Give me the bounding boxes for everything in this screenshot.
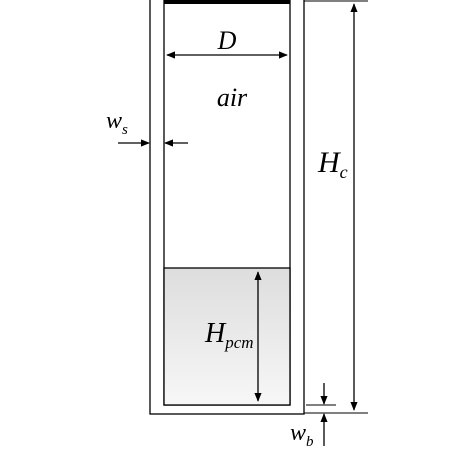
- height-label: Hc: [317, 146, 348, 182]
- bottom-thickness-label: wb: [290, 420, 314, 450]
- wall-thickness-sub: s: [122, 122, 128, 138]
- air-label: air: [217, 83, 248, 112]
- wall-thickness-main: w: [106, 108, 122, 134]
- pcm-height-main: H: [204, 318, 227, 349]
- pcm-height-sub: pcm: [224, 333, 253, 352]
- wall-thickness-label: ws: [106, 108, 128, 138]
- top-lid: [164, 0, 290, 4]
- height-sub: c: [340, 162, 348, 182]
- pcm-region: [163, 267, 291, 406]
- pcm-height-label: Hpcm: [204, 318, 254, 352]
- bottom-thickness-main: w: [290, 420, 306, 446]
- diameter-label: D: [217, 26, 237, 55]
- height-main: H: [317, 146, 342, 179]
- bottom-thickness-sub: b: [306, 434, 314, 450]
- outer-casing: [149, 0, 305, 415]
